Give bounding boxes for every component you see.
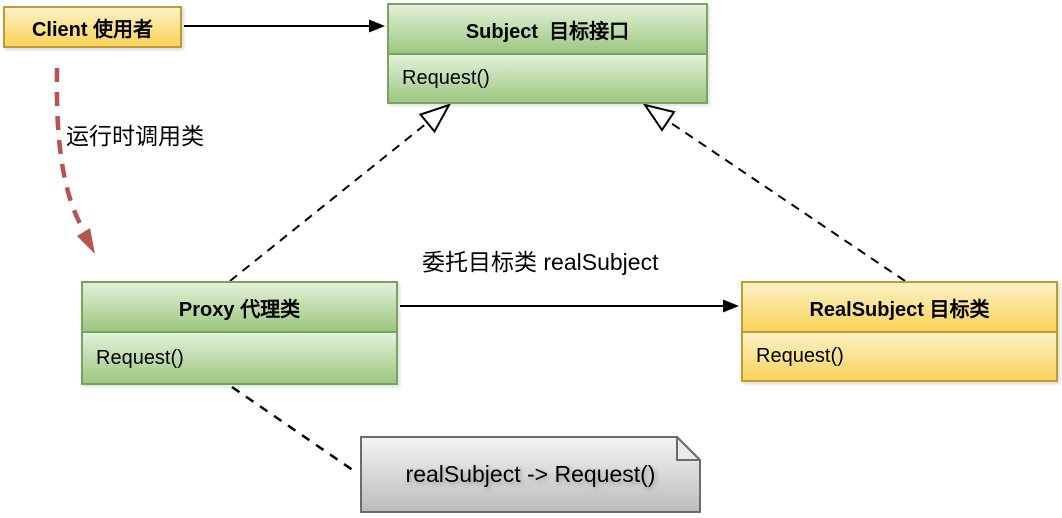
arrowhead-proxy-to-realsubject: [723, 299, 739, 313]
client-title: Client 使用者: [5, 8, 180, 46]
arrowhead-client-to-proxy: [77, 228, 95, 254]
client-node: Client 使用者: [3, 6, 182, 48]
arrowhead-client-to-subject: [369, 19, 385, 33]
note-fold-corner: [676, 436, 701, 461]
edge-label-delegate-realsubject: 委托目标类 realSubject: [422, 249, 659, 275]
note-body: [360, 436, 701, 513]
subject-method: Request(): [389, 53, 706, 102]
edge-label-runtime-call: 运行时调用类: [66, 123, 204, 149]
edge-client-to-proxy: [54, 67, 86, 233]
realsubject-title: RealSubject 目标类: [743, 283, 1056, 331]
note-text: realSubject -> Request(): [405, 461, 656, 487]
note-shape: [360, 436, 701, 513]
note-node: realSubject -> Request(): [360, 436, 701, 513]
edge-proxy-to-note: [231, 385, 358, 475]
proxy-title: Proxy 代理类: [83, 283, 396, 331]
hollow-triangle-realsubject-to-subject: [642, 103, 676, 132]
realsubject-method: Request(): [743, 331, 1056, 380]
realsubject-node: RealSubject 目标类 Request(): [741, 281, 1058, 382]
subject-title: Subject 目标接口: [389, 5, 706, 53]
proxy-node: Proxy 代理类 Request(): [81, 281, 398, 385]
edge-realsubject-to-subject: [667, 120, 906, 282]
edge-proxy-to-subject: [229, 122, 428, 282]
proxy-method: Request(): [83, 331, 396, 383]
hollow-triangle-proxy-to-subject: [418, 103, 452, 134]
subject-node: Subject 目标接口 Request(): [387, 3, 708, 104]
